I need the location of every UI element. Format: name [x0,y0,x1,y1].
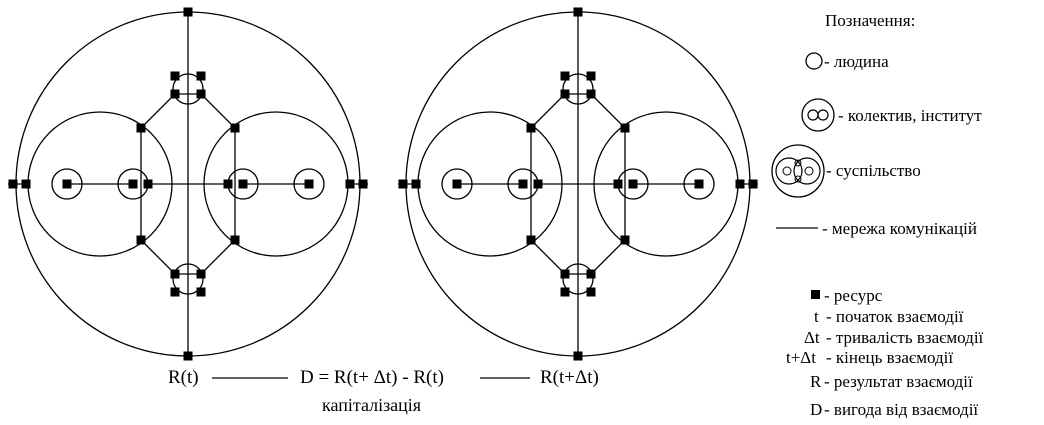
society-diagrams [8,7,758,361]
resource-square-icon [811,290,820,299]
legend-dt-label: - тривалість взаємодії [826,328,984,347]
resource-square [8,179,18,189]
legend-network-label: - мережа комунікацій [822,219,977,238]
society-icon [771,144,825,198]
legend-society-label: - суспільство [826,161,921,180]
resource-square [620,123,630,133]
resource-square [560,89,570,99]
resource-square [196,71,206,81]
resource-square [533,179,543,189]
resource-square [735,179,745,189]
society-diagram-left [8,7,368,361]
resource-square [573,351,583,361]
resource-square [170,287,180,297]
resource-square [136,235,146,245]
resource-square [238,179,248,189]
resource-square [358,179,368,189]
resource-square [223,179,233,189]
resource-square [518,179,528,189]
resource-square [560,269,570,279]
legend-tdt-symbol: t+Δt [786,348,816,367]
resource-square [230,235,240,245]
formula-benefit: D = R(t+ Δt) - R(t) [300,367,444,388]
legend-r-label: - результат взаємодії [824,372,973,391]
network-line-icon [776,227,818,229]
resource-square [526,123,536,133]
resource-square [304,179,314,189]
legend-tdt-label: - кінець взаємодії [826,348,954,367]
resource-square [196,89,206,99]
resource-square [560,71,570,81]
resource-square [613,179,623,189]
legend-resource-label: - ресурс [824,286,883,305]
person-icon [805,52,823,70]
formula-r-t: R(t) [168,367,199,388]
resource-square [170,269,180,279]
formula-r-t-dt: R(t+Δt) [540,367,599,388]
resource-square [183,351,193,361]
resource-square [136,123,146,133]
legend-d-symbol: D [810,400,823,419]
resource-square [628,179,638,189]
resource-square [398,179,408,189]
resource-square [21,179,31,189]
legend-dt-symbol: Δt [804,328,820,347]
resource-square [143,179,153,189]
society-diagram-right [398,7,758,361]
resource-square [694,179,704,189]
resource-square [573,7,583,17]
resource-square [345,179,355,189]
resource-square [128,179,138,189]
resource-square [196,287,206,297]
formula-capitalization: капіталізація [322,395,422,415]
legend-r-symbol: R [810,372,822,391]
collective-icon [801,98,835,132]
resource-square [411,179,421,189]
resource-square [183,7,193,17]
resource-square [170,71,180,81]
resource-square [560,287,570,297]
legend: Позначення: - людина - колектив, інститу… [770,0,1044,425]
resource-square [586,89,596,99]
resource-square [586,287,596,297]
legend-t-symbol: t [814,307,819,326]
resource-square [748,179,758,189]
resource-square [526,235,536,245]
legend-collective-label: - колектив, інститут [838,106,982,125]
resource-square [170,89,180,99]
legend-d-label: - вигода від взаємодії [824,400,979,419]
resource-square [230,123,240,133]
resource-square [62,179,72,189]
resource-square [620,235,630,245]
legend-person-label: - людина [824,52,889,71]
legend-title: Позначення: [825,11,916,30]
resource-square [586,71,596,81]
resource-square [196,269,206,279]
resource-square [586,269,596,279]
resource-square [452,179,462,189]
legend-t-label: - початок взаємодії [826,307,964,326]
